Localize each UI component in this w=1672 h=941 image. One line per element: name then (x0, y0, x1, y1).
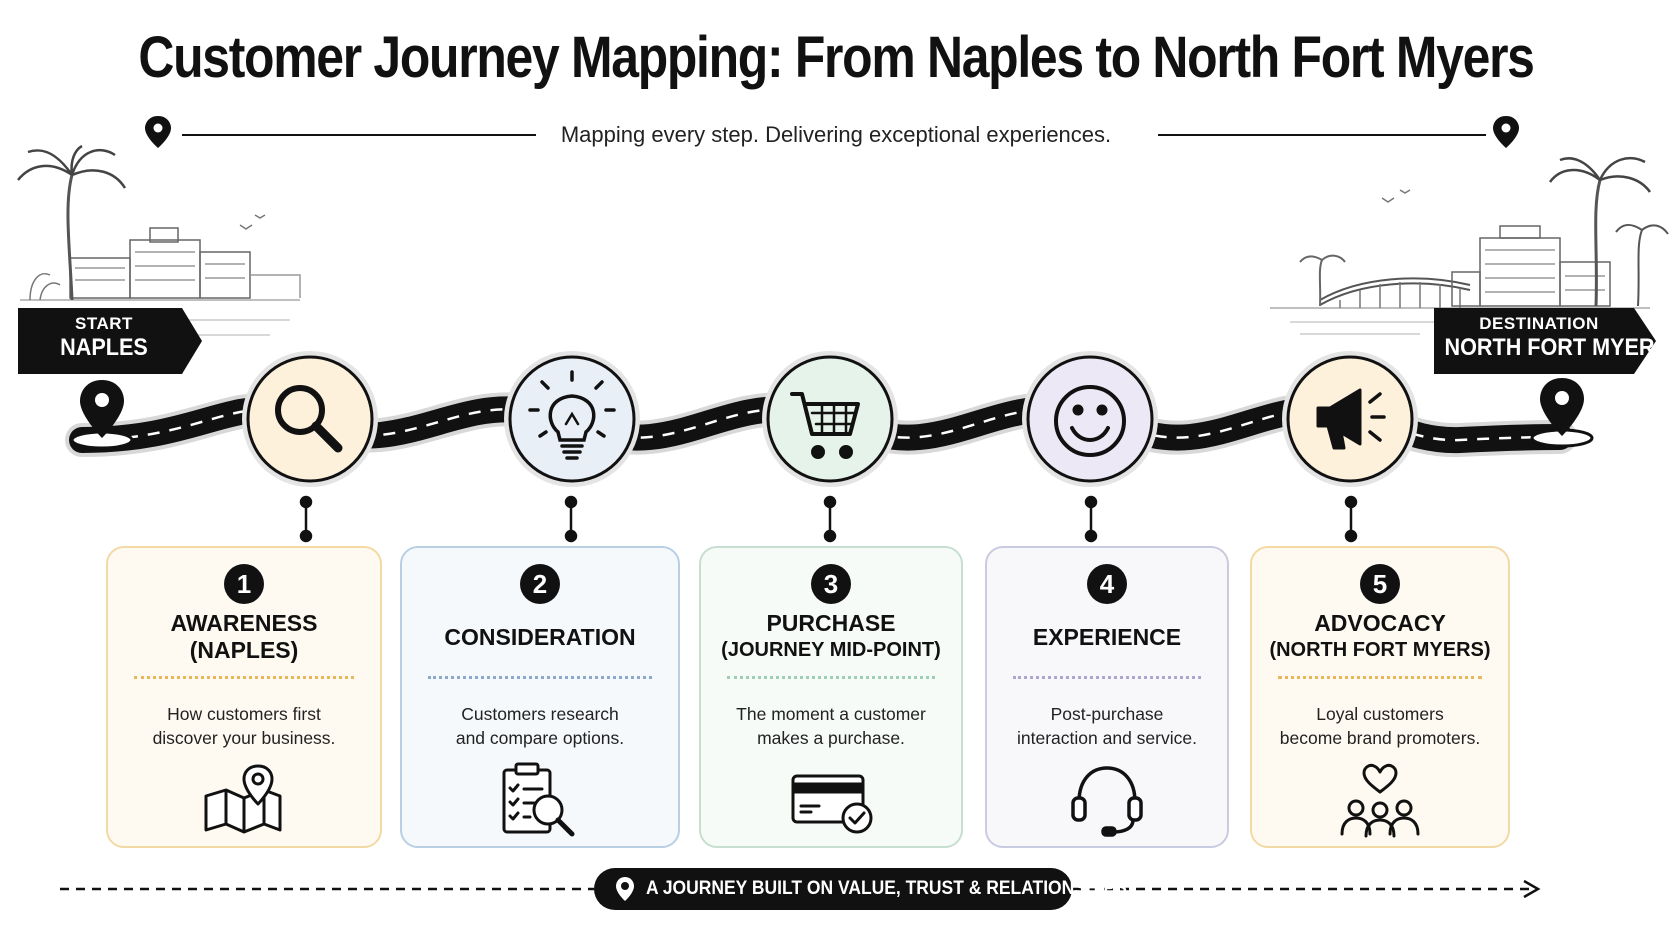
stage-description-line1: The moment a customer (736, 704, 926, 724)
magnifier-icon (275, 385, 343, 453)
headset-icon (1071, 766, 1143, 837)
start-label-big: NAPLES (60, 334, 148, 361)
stage-circle-4 (1022, 351, 1158, 487)
stage-description: Customers research and compare options. (412, 702, 668, 750)
stage-card-2: 2 CONSIDERATION Customers research and c… (400, 546, 680, 848)
heart-community-icon (1340, 763, 1420, 838)
shopping-cart-icon (790, 392, 860, 459)
page-title: Customer Journey Mapping: From Naples to… (138, 25, 1535, 90)
stage-title: ADVOCACY (NORTH FORT MYERS) (1252, 610, 1508, 664)
stage-number: 2 (520, 564, 560, 604)
footer-text: A JOURNEY BUILT ON VALUE, TRUST & RELATI… (646, 878, 1127, 899)
stage-title: EXPERIENCE (987, 624, 1227, 651)
clipboard-search-icon (502, 762, 575, 837)
destination-label-big: NORTH FORT MYERS (1444, 334, 1669, 361)
stage-description-line1: Post-purchase (1050, 704, 1164, 724)
start-label-small: START (75, 314, 133, 333)
stage-description: Post-purchase interaction and service. (997, 702, 1217, 750)
stage-title: CONSIDERATION (402, 624, 678, 651)
subtitle-row: Mapping every step. Delivering exception… (0, 112, 1672, 152)
north-fort-myers-skyline-sketch (1270, 157, 1669, 335)
stage-number: 5 (1360, 564, 1400, 604)
stage-number: 4 (1087, 564, 1127, 604)
stage-title: PURCHASE (JOURNEY MID-POINT) (701, 610, 961, 664)
map-pin-icon (616, 877, 634, 901)
stage-card-4: 4 EXPERIENCE Post-purchase interaction a… (985, 546, 1229, 848)
stage-card-3: 3 PURCHASE (JOURNEY MID-POINT) The momen… (699, 546, 963, 848)
footer-banner: A JOURNEY BUILT ON VALUE, TRUST & RELATI… (594, 868, 1127, 910)
stage-title-line2: (NAPLES) (189, 637, 299, 663)
stage-title-line1: ADVOCACY (1314, 610, 1446, 636)
start-tag (18, 308, 202, 374)
map-pin-icon (145, 116, 171, 148)
stage-card-1: 1 AWARENESS (NAPLES) How customers first… (106, 546, 382, 848)
stage-title-line1: EXPERIENCE (1032, 624, 1182, 650)
stage-circle-3 (762, 351, 898, 487)
stage-description-line1: How customers first (167, 704, 321, 724)
stage-title-line1: CONSIDERATION (444, 624, 636, 650)
stage-number: 1 (224, 564, 264, 604)
lightbulb-icon (528, 370, 616, 460)
stage-description: Loyal customers become brand promoters. (1262, 702, 1498, 750)
stage-description-line2: and compare options. (455, 728, 625, 748)
start-pin-icon (70, 380, 134, 450)
stage-description: The moment a customer makes a purchase. (711, 702, 951, 750)
stage-circle-5 (1282, 351, 1418, 487)
stage-description-line2: discover your business. (152, 728, 336, 748)
stage-description-line2: interaction and service. (1017, 728, 1197, 748)
stage-card-5: 5 ADVOCACY (NORTH FORT MYERS) Loyal cust… (1250, 546, 1510, 848)
stage-title-line1: PURCHASE (766, 610, 896, 636)
credit-card-check-icon (791, 774, 873, 834)
subtitle: Mapping every step. Delivering exception… (560, 122, 1112, 147)
destination-pin-icon (1530, 378, 1594, 448)
destination-label: DESTINATION NORTH FORT MYERS (1434, 314, 1669, 362)
map-pin-icon (1493, 116, 1519, 148)
stage-title-line1: AWARENESS (170, 610, 318, 636)
naples-skyline-sketch (17, 144, 301, 336)
stage-description-line2: become brand promoters. (1279, 728, 1481, 748)
destination-label-small: DESTINATION (1479, 314, 1599, 333)
stage-title: AWARENESS (NAPLES) (108, 610, 380, 664)
destination-tag (1434, 308, 1656, 374)
stage-number: 3 (811, 564, 851, 604)
megaphone-icon (1316, 388, 1386, 450)
dotted-separator (428, 676, 652, 679)
stage-description-line2: makes a purchase. (757, 728, 905, 748)
stage-title-line2: (NORTH FORT MYERS) (1269, 639, 1491, 661)
dotted-separator (1278, 676, 1482, 679)
folded-map-pin-icon (204, 764, 282, 834)
dotted-separator (1013, 676, 1201, 679)
stage-circle-1 (242, 351, 378, 487)
dotted-separator (134, 676, 354, 679)
dotted-separator (727, 676, 935, 679)
stage-circle-2 (504, 351, 640, 487)
start-label: START NAPLES (18, 314, 190, 362)
stage-title-line2: (JOURNEY MID-POINT) (721, 639, 941, 661)
stage-description-line1: Customers research (461, 704, 619, 724)
smiley-icon (1054, 385, 1126, 457)
stage-description: How customers first discover your busine… (118, 702, 370, 750)
stage-description-line1: Loyal customers (1316, 704, 1444, 724)
